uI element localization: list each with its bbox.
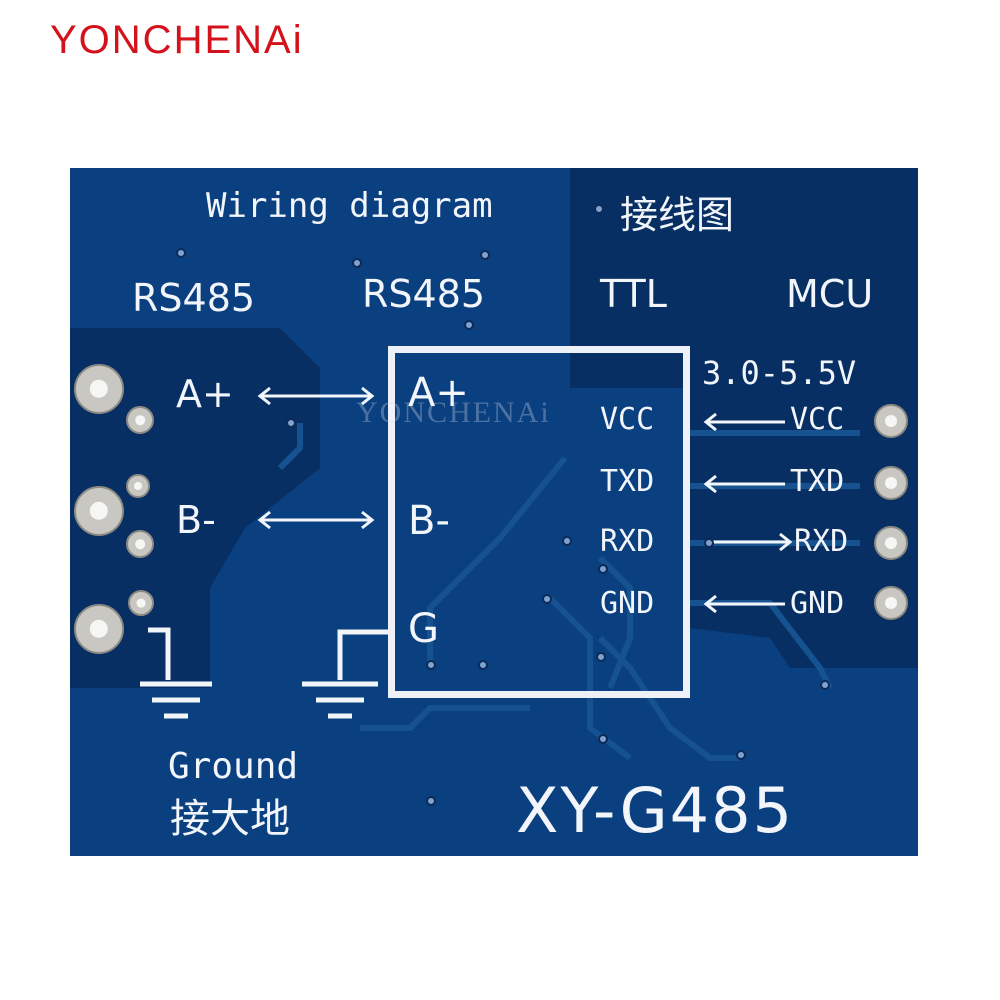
ttl-vcc-label: VCC — [600, 402, 655, 437]
trace-10 — [360, 705, 530, 731]
rs485-module-header: RS485 — [362, 272, 486, 316]
ttl-rxd-label: RXD — [600, 524, 655, 559]
arrows — [140, 386, 793, 719]
arrow-a-head-left — [257, 386, 271, 406]
left-b-label: B- — [176, 498, 216, 542]
right-pad-gnd — [874, 586, 908, 620]
trace-8 — [597, 635, 740, 761]
ttl-header: TTL — [600, 272, 667, 316]
module-g-label: G — [408, 606, 439, 652]
left-pad-b — [74, 486, 124, 536]
ground-label-cn: 接大地 — [170, 796, 290, 842]
rs485-left-header: RS485 — [132, 276, 256, 320]
mcu-rxd-label: RXD — [794, 524, 849, 559]
ttl-gnd-label: GND — [600, 586, 655, 621]
trace-6 — [597, 555, 633, 690]
via — [598, 564, 608, 574]
via — [736, 750, 746, 760]
left-pad-a — [74, 364, 124, 414]
via — [478, 660, 488, 670]
via — [542, 594, 552, 604]
left-pad-a-small — [126, 406, 154, 434]
pcb-board: Wiring diagram 接线图 RS485 RS485 TTL MCU 3… — [70, 168, 918, 856]
arrow-a-head-right — [361, 386, 375, 406]
via — [176, 248, 186, 258]
via — [464, 320, 474, 330]
voltage-label: 3.0-5.5V — [702, 354, 857, 392]
right-pad-rxd — [874, 526, 908, 560]
arrow-gnd-head — [703, 594, 717, 614]
ground-mid-wire — [337, 629, 388, 680]
via — [704, 538, 714, 548]
via — [598, 734, 608, 744]
via — [562, 536, 572, 546]
via — [594, 204, 604, 214]
arrow-vcc-head — [703, 412, 717, 432]
left-pad-g-small — [128, 590, 154, 616]
watermark: YONCHENAi — [356, 396, 551, 429]
left-pad-b-small — [126, 530, 154, 558]
left-a-label: A+ — [176, 372, 234, 416]
wiring-title: Wiring diagram — [206, 186, 493, 226]
arrow-txd-head — [703, 474, 717, 494]
via — [352, 258, 362, 268]
mcu-header: MCU — [786, 272, 874, 316]
trace-5 — [427, 456, 568, 668]
via — [426, 796, 436, 806]
module-a-label: A+ — [408, 370, 469, 416]
left-pad-g — [74, 604, 124, 654]
model-label: XY-G485 — [516, 774, 795, 847]
via — [820, 680, 830, 690]
arrow-b-head-left — [257, 510, 271, 530]
via — [286, 418, 296, 428]
arrow-b-head-right — [361, 510, 375, 530]
wiring-title-cn: 接线图 — [620, 193, 735, 237]
ttl-txd-label: TXD — [600, 464, 655, 499]
module-outline — [388, 346, 690, 698]
via — [480, 250, 490, 260]
mcu-txd-label: TXD — [790, 464, 845, 499]
trace-9 — [277, 423, 303, 471]
via — [596, 652, 606, 662]
ground-label: Ground — [168, 746, 299, 787]
via — [426, 660, 436, 670]
arrow-rxd-head — [779, 532, 793, 552]
module-b-label: B- — [408, 498, 450, 544]
right-pad-vcc — [874, 404, 908, 438]
right-pad-txd — [874, 466, 908, 500]
mcu-vcc-label: VCC — [790, 402, 845, 437]
mcu-gnd-label: GND — [790, 586, 845, 621]
trace-7 — [547, 595, 632, 761]
ground-left-wire — [148, 627, 171, 680]
brand-logo: YONCHENAi — [50, 18, 304, 62]
left-pad-b-small-top — [126, 474, 150, 498]
